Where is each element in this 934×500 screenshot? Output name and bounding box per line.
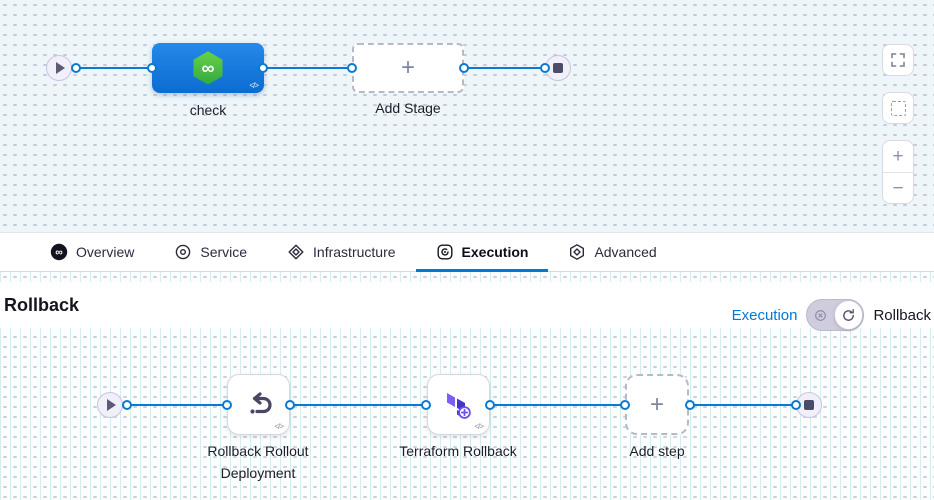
port[interactable]	[258, 63, 268, 73]
execution-icon	[437, 244, 453, 260]
tab-label: Overview	[76, 244, 135, 260]
overview-icon: ∞	[50, 243, 68, 261]
edge	[490, 404, 625, 406]
pipeline-tabbar: ∞ Overview Service Infrastructure Execut…	[0, 232, 934, 272]
port[interactable]	[71, 63, 81, 73]
rollback-toggle-label: Rollback	[873, 306, 931, 324]
tab-advanced[interactable]: Advanced	[548, 233, 676, 271]
select-area-button[interactable]	[882, 92, 914, 124]
stop-icon	[553, 63, 563, 73]
zoom-control-group: + −	[882, 140, 914, 204]
code-icon: </>	[274, 422, 284, 431]
port[interactable]	[791, 400, 801, 410]
advanced-icon	[570, 244, 585, 260]
plus-icon: +	[400, 54, 415, 81]
stage-label: check	[189, 102, 227, 118]
port[interactable]	[459, 63, 469, 73]
port[interactable]	[540, 63, 550, 73]
tab-label: Infrastructure	[313, 244, 396, 260]
edge	[464, 67, 545, 69]
add-step-button[interactable]: +	[625, 374, 689, 435]
play-icon	[56, 62, 65, 74]
execution-off-icon	[815, 309, 827, 321]
stop-icon	[804, 400, 814, 410]
edge	[263, 67, 352, 69]
edge	[690, 404, 796, 406]
rollback-toggle[interactable]	[806, 299, 865, 331]
step-label: Rollback Rollout Deployment	[207, 443, 309, 481]
edge	[129, 404, 227, 406]
port[interactable]	[347, 63, 357, 73]
plus-icon: +	[892, 145, 904, 167]
add-stage-button[interactable]: +	[352, 43, 464, 93]
port[interactable]	[222, 400, 232, 410]
port[interactable]	[685, 400, 695, 410]
play-icon	[107, 399, 116, 411]
port[interactable]	[421, 400, 431, 410]
port[interactable]	[147, 63, 157, 73]
toggle-execution-segment[interactable]	[807, 309, 834, 322]
harness-hexagon-icon: ∞	[193, 51, 223, 85]
undo-arrow-icon	[249, 391, 272, 414]
add-stage-label: Add Stage	[375, 100, 441, 116]
edge	[290, 404, 426, 406]
service-icon	[176, 244, 191, 260]
execution-link[interactable]: Execution	[731, 306, 798, 324]
port[interactable]	[122, 400, 132, 410]
tab-label: Advanced	[594, 244, 657, 260]
port[interactable]	[620, 400, 630, 410]
zoom-in-button[interactable]: +	[883, 141, 913, 172]
minus-icon: −	[892, 177, 904, 199]
svg-text:∞: ∞	[202, 58, 215, 78]
step-label: Terraform Rollback	[399, 443, 517, 459]
tab-overview[interactable]: ∞ Overview	[30, 233, 154, 271]
marquee-icon	[890, 100, 906, 116]
toggle-rollback-segment[interactable]	[833, 300, 864, 330]
plus-icon: +	[649, 390, 664, 418]
pipeline-canvas-rollback[interactable]: Rollback Execution Rollback	[0, 272, 934, 500]
pipeline-start-node[interactable]	[46, 55, 72, 81]
stage-node-check[interactable]: ∞ </>	[152, 43, 264, 93]
edge	[73, 67, 152, 69]
infrastructure-icon	[288, 244, 304, 260]
code-icon: </>	[474, 422, 484, 431]
active-tab-underline	[415, 269, 549, 272]
execution-rollback-switch: Execution Rollback	[732, 299, 931, 331]
step-node-rollback-rollout[interactable]: </>	[227, 374, 290, 435]
port[interactable]	[285, 400, 295, 410]
add-step-label: Add step	[629, 443, 685, 459]
zoom-out-button[interactable]: −	[883, 173, 913, 204]
tab-execution[interactable]: Execution	[415, 233, 549, 272]
rollback-start-node[interactable]	[97, 392, 123, 418]
code-icon: </>	[249, 81, 259, 90]
tab-label: Execution	[461, 244, 529, 260]
terraform-icon	[446, 392, 471, 419]
tab-infrastructure[interactable]: Infrastructure	[267, 233, 415, 271]
divider	[883, 172, 913, 173]
rollback-on-icon	[843, 308, 855, 321]
rollback-heading-band	[0, 282, 934, 328]
rollback-heading: Rollback	[4, 295, 80, 315]
tab-label: Service	[200, 244, 248, 260]
tab-service[interactable]: Service	[154, 233, 267, 271]
fullscreen-button[interactable]	[882, 44, 914, 76]
fullscreen-icon	[891, 53, 905, 67]
port[interactable]	[485, 400, 495, 410]
step-node-terraform-rollback[interactable]: </>	[427, 374, 490, 435]
svg-text:∞: ∞	[55, 247, 63, 259]
pipeline-canvas-stages[interactable]: ∞ </> check + Add Stage + −	[0, 0, 934, 232]
